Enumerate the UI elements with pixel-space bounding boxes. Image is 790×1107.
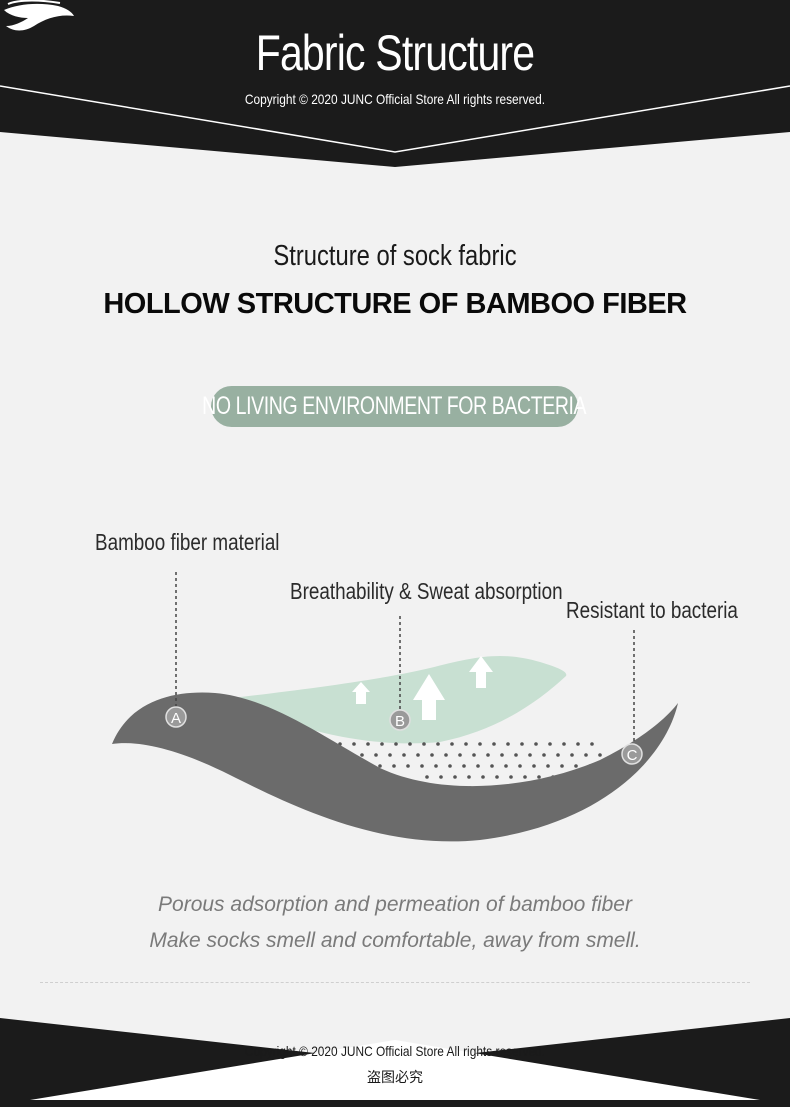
svg-text:B: B [395, 713, 405, 730]
pore-dot [450, 742, 454, 746]
marker-b: B [389, 709, 411, 731]
pore-dot [378, 764, 382, 768]
header-band: Fabric Structure Copyright © 2020 JUNC O… [0, 0, 790, 170]
label-breathability: Breathability & Sweat absorption [290, 578, 563, 604]
pore-dot [546, 764, 550, 768]
svg-text:C: C [627, 747, 638, 764]
label-resistant: Resistant to bacteria [566, 597, 738, 623]
pore-dot [481, 775, 485, 779]
pore-dot [476, 764, 480, 768]
pore-dot [584, 753, 588, 757]
pore-dot [453, 775, 457, 779]
pore-dot [416, 753, 420, 757]
pore-dot [458, 753, 462, 757]
pore-dot [444, 753, 448, 757]
label-bamboo-fiber: Bamboo fiber material [95, 529, 280, 555]
pore-dot [434, 764, 438, 768]
pore-dot [388, 753, 392, 757]
pore-dot [420, 764, 424, 768]
pore-dot [467, 775, 471, 779]
header-copyright: Copyright © 2020 JUNC Official Store All… [244, 91, 546, 107]
pore-dot [523, 775, 527, 779]
pore-dot [352, 742, 356, 746]
pore-dot [576, 742, 580, 746]
pore-dot [562, 742, 566, 746]
highlight-badge: NO LIVING ENVIRONMENT FOR BACTERIA [202, 386, 587, 427]
pore-dot [394, 742, 398, 746]
footer-background [0, 1018, 790, 1107]
pore-dot [478, 742, 482, 746]
footer-band [0, 1010, 790, 1107]
pore-dot [490, 764, 494, 768]
caption-line-1: Porous adsorption and permeation of bamb… [158, 893, 632, 916]
leaf-logo-icon [4, 0, 74, 31]
pore-dot [548, 742, 552, 746]
fabric-wave [112, 692, 678, 842]
pore-dot [509, 775, 513, 779]
pore-dot [448, 764, 452, 768]
marker-a: A [165, 706, 187, 728]
pore-dot [504, 764, 508, 768]
pore-dot [439, 775, 443, 779]
pore-dot [408, 742, 412, 746]
pore-dot [402, 753, 406, 757]
pore-dot [495, 775, 499, 779]
footer-copyright: Copyright © 2020 JUNC Official Store All… [244, 1043, 546, 1059]
pore-dot [528, 753, 532, 757]
divider [40, 982, 750, 983]
header-background [0, 0, 790, 167]
pore-dot [422, 742, 426, 746]
pore-dot [486, 753, 490, 757]
pore-dot [380, 742, 384, 746]
pore-dot [506, 742, 510, 746]
pore-dot [406, 764, 410, 768]
highlight-badge-text: NO LIVING ENVIRONMENT FOR BACTERIA [202, 392, 587, 420]
pore-dot [472, 753, 476, 757]
pore-dot [366, 742, 370, 746]
pore-dot [462, 764, 466, 768]
section-heading: HOLLOW STRUCTURE OF BAMBOO FIBER [103, 288, 687, 320]
pore-dot [574, 764, 578, 768]
arrow-up-icon [352, 656, 493, 720]
footer-note: 盗图必究 [367, 1070, 423, 1086]
pore-dot [360, 753, 364, 757]
pore-dot [430, 753, 434, 757]
pore-dot [598, 753, 602, 757]
pore-dot [520, 742, 524, 746]
page-title: Fabric Structure [255, 25, 535, 81]
pore-dot [374, 753, 378, 757]
pore-dot [556, 753, 560, 757]
pore-dot [500, 753, 504, 757]
marker-c: C [621, 743, 643, 765]
pore-dot [518, 764, 522, 768]
pore-dot [425, 775, 429, 779]
pore-dot [464, 742, 468, 746]
caption-line-2: Make socks smell and comfortable, away f… [149, 929, 641, 952]
svg-text:A: A [171, 710, 181, 727]
pore-dot [534, 742, 538, 746]
pore-dot [590, 742, 594, 746]
pore-dot [532, 764, 536, 768]
section-subtitle: Structure of sock fabric [273, 240, 517, 272]
pore-dot [492, 742, 496, 746]
fabric-diagram: A B C [112, 572, 678, 842]
pore-dot [514, 753, 518, 757]
pore-dot [392, 764, 396, 768]
pore-dot [570, 753, 574, 757]
pore-dot [560, 764, 564, 768]
pore-dot [537, 775, 541, 779]
pore-dot [436, 742, 440, 746]
pore-dot [542, 753, 546, 757]
